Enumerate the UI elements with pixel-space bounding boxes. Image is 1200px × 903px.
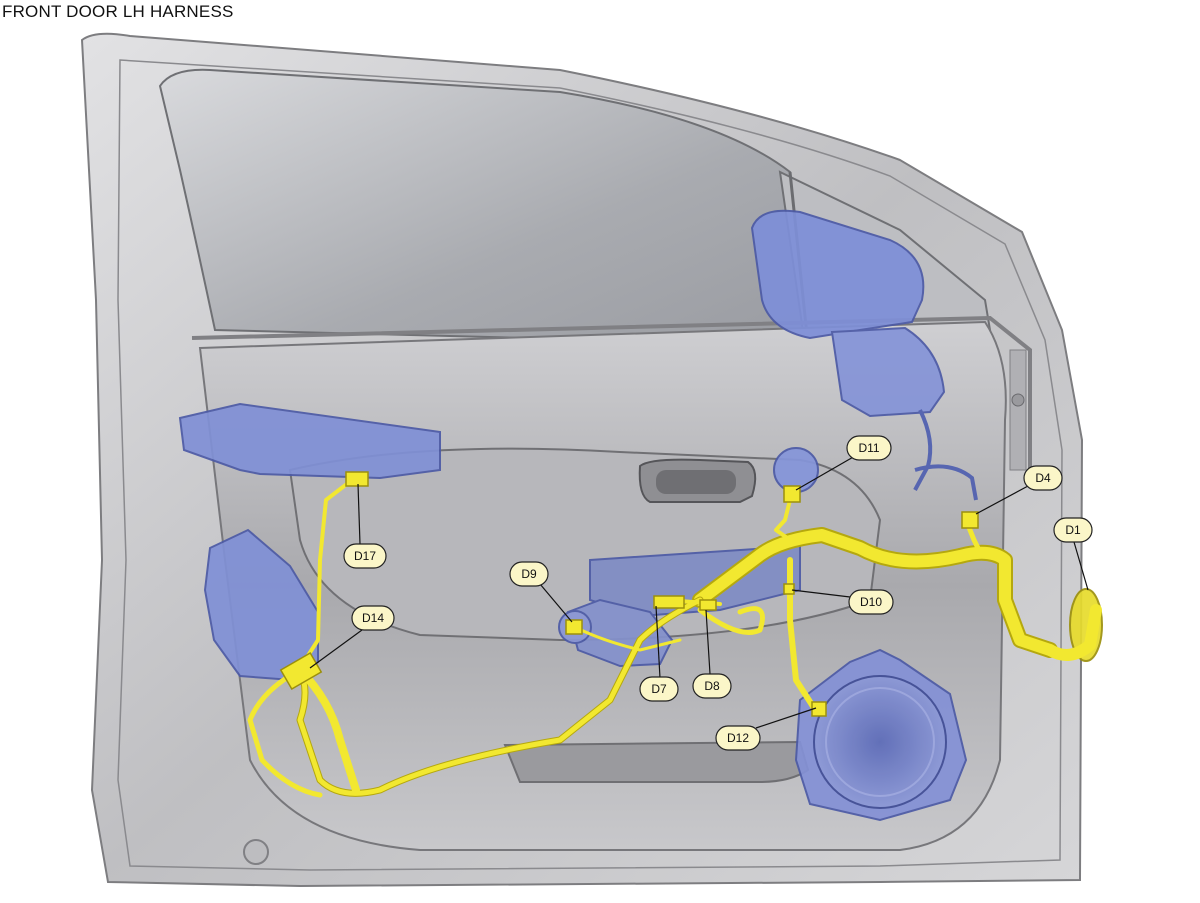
- d10-connector-body: [783, 583, 795, 595]
- mirror-cable-2: [914, 464, 978, 501]
- callout-d4-text: D4: [1035, 471, 1051, 485]
- belt-line: [191, 315, 1032, 470]
- drain-hole: [243, 839, 269, 865]
- callout-d10-text: D10: [860, 595, 882, 609]
- outside-handle-assembly: [178, 402, 441, 480]
- callout-d4: D4: [1023, 465, 1063, 491]
- door-speaker-rim: [825, 687, 935, 797]
- callout-d17-text: D17: [354, 549, 376, 563]
- d4-leader: [975, 485, 1029, 515]
- hinge-bolt: [1011, 393, 1025, 407]
- harness-d17-branch: [298, 478, 354, 670]
- side-mirror: [750, 209, 925, 340]
- callout-d7: D7: [639, 676, 679, 702]
- harness-d8-loop: [697, 606, 765, 635]
- d8-connector-body: [699, 599, 717, 611]
- door-speaker: [813, 675, 947, 809]
- map-pocket: [503, 740, 810, 783]
- callout-d9-text: D9: [521, 567, 537, 581]
- d1-leader: [1073, 541, 1089, 591]
- hinge-bracket: [1009, 349, 1027, 471]
- d14-leader: [309, 629, 363, 669]
- window-glass: [158, 68, 807, 347]
- callout-d9: D9: [509, 561, 549, 587]
- d10-leader: [791, 589, 851, 598]
- d12-leader: [755, 707, 817, 729]
- harness-main-trunk-fill: [694, 529, 1056, 656]
- d8-leader: [705, 609, 711, 675]
- d4-connector-body: [961, 511, 979, 529]
- callout-d8-text: D8: [704, 679, 720, 693]
- components: [178, 209, 1103, 822]
- callout-d7-text: D7: [651, 682, 667, 696]
- harness-lower-run-fill: [297, 597, 703, 796]
- d7-connector-body: [653, 595, 685, 609]
- d17-leader: [357, 483, 361, 545]
- callout-d8: D8: [692, 673, 732, 699]
- harness-d11-branch: [774, 498, 792, 542]
- callout-d12-text: D12: [727, 731, 749, 745]
- callout-d12: D12: [715, 725, 761, 751]
- harness-d14-loop: [247, 667, 323, 798]
- connector-callouts: D1 D4 D7 D8 D9 D10 D11 D12: [343, 435, 1093, 751]
- inside-handle-recess: [656, 470, 736, 494]
- callout-d11-text: D11: [858, 441, 879, 455]
- d11-leader: [795, 455, 856, 491]
- callout-d14-text: D14: [362, 611, 384, 625]
- callout-d14: D14: [351, 605, 395, 631]
- harness-d1-branch: [1044, 604, 1102, 661]
- callout-d1: D1: [1053, 517, 1093, 543]
- callout-d11: D11: [846, 435, 892, 461]
- callout-d17: D17: [343, 543, 387, 569]
- d9-connector-body: [565, 619, 583, 635]
- d17-connector-body: [345, 471, 369, 487]
- door-inner-lip: [117, 59, 1063, 871]
- mirror-base: [830, 326, 946, 418]
- d7-leader: [655, 605, 661, 679]
- leader-lines: [309, 455, 1089, 729]
- diagram-title: FRONT DOOR LH HARNESS: [2, 2, 234, 21]
- d9-leader: [539, 583, 573, 623]
- connector-bodies: [279, 471, 979, 717]
- callout-d1-text: D1: [1065, 523, 1081, 537]
- d14-connector-body: [279, 651, 323, 691]
- callout-d10: D10: [848, 589, 894, 615]
